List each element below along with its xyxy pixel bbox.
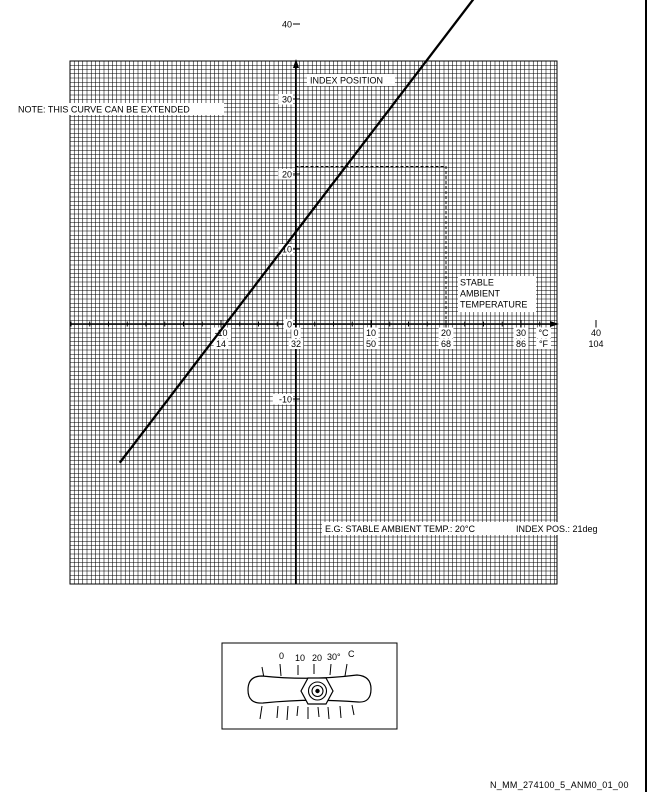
x-tick-label-c-bg <box>363 327 379 338</box>
x-unit-celsius: °C <box>538 328 549 338</box>
chart-series <box>118 0 475 464</box>
x-tick-label-f: 104 <box>588 339 603 349</box>
dial-label-10: 10 <box>295 653 305 663</box>
annotation-note: NOTE: THIS CURVE CAN BE EXTENDED <box>16 103 224 115</box>
annotation-index-position: INDEX POSITION <box>307 74 395 86</box>
chart-tick-labels: -101403210502068308640104°C°F-1001020304… <box>210 19 607 405</box>
x-unit-fahrenheit-bg <box>536 338 551 349</box>
y-tick-label-bg <box>278 19 293 30</box>
document-id: N_MM_274100_5_ANM0_01_00 <box>490 780 629 790</box>
y-axis-arrow <box>293 59 299 68</box>
x-tick-label-f-bg <box>438 338 454 349</box>
x-tick-label-f-bg <box>363 338 379 349</box>
stable-label-line1: STABLE <box>460 278 494 288</box>
y-tick-label: 40 <box>282 20 292 30</box>
x-tick-label-f-bg <box>585 338 607 349</box>
x-tick-label-c: 10 <box>366 328 376 338</box>
dial-label-20: 20 <box>312 653 322 663</box>
y-tick-label-bg <box>278 94 293 105</box>
y-tick-label-bg <box>278 169 293 180</box>
x-tick-label-f: 86 <box>516 339 526 349</box>
y-tick-label: -10 <box>279 395 292 405</box>
x-tick-label-c-bg <box>513 327 529 338</box>
x-tick-label-f: 32 <box>291 339 301 349</box>
x-tick-label-f-bg <box>513 338 529 349</box>
index-position-label: INDEX POSITION <box>310 76 383 86</box>
x-axis-arrow <box>550 321 559 327</box>
page-right-border <box>645 0 647 792</box>
x-tick-label-c: 0 <box>293 328 298 338</box>
y-tick-label: 10 <box>282 245 292 255</box>
x-tick-label-f-bg <box>288 338 304 349</box>
series-line-index-position <box>118 0 475 464</box>
dial-label-unit: C <box>348 649 355 659</box>
y-tick-label: 30 <box>282 95 292 105</box>
x-tick-label-c: 40 <box>591 328 601 338</box>
x-tick-label-c-bg <box>588 327 604 338</box>
x-tick-label-c-bg <box>291 327 301 338</box>
annotation-example: E.G: STABLE AMBIENT TEMP.: 20°C INDEX PO… <box>322 522 612 535</box>
example-temp-label: E.G: STABLE AMBIENT TEMP.: 20°C <box>325 524 475 534</box>
stable-label-line3: TEMPERATURE <box>460 300 527 310</box>
plot-frame <box>69 60 558 585</box>
x-tick-label-f: 68 <box>441 339 451 349</box>
y-tick-label-bg <box>283 319 293 330</box>
dial-label-0: 0 <box>279 651 284 661</box>
x-tick-label-f: 50 <box>366 339 376 349</box>
note-label: NOTE: THIS CURVE CAN BE EXTENDED <box>18 105 190 115</box>
x-tick-label-f: 14 <box>216 339 226 349</box>
x-unit-celsius-bg <box>536 327 551 338</box>
annotation-stable-ambient: STABLE AMBIENT TEMPERATURE <box>458 276 536 312</box>
y-tick-label-bg <box>272 394 293 405</box>
example-index-label: INDEX POS.: 21deg <box>516 524 598 534</box>
x-tick-label-f-bg <box>213 338 229 349</box>
y-tick-label: 20 <box>282 170 292 180</box>
y-tick-label: 0 <box>287 320 292 330</box>
x-tick-label-c-bg <box>438 327 454 338</box>
dial-label-30: 30° <box>327 652 341 662</box>
x-tick-label-c: 30 <box>516 328 526 338</box>
x-tick-label-c: -10 <box>214 328 227 338</box>
stable-label-line2: AMBIENT <box>460 289 501 299</box>
x-tick-label-c: 20 <box>441 328 451 338</box>
x-unit-fahrenheit: °F <box>539 339 549 349</box>
thermostat-dial-illustration: 0 10 20 30° C <box>221 642 398 730</box>
dial-lower-marks <box>259 704 355 721</box>
y-tick-label-bg <box>278 244 293 255</box>
example-reference-line <box>296 166 447 324</box>
x-tick-label-c-bg <box>210 327 232 338</box>
